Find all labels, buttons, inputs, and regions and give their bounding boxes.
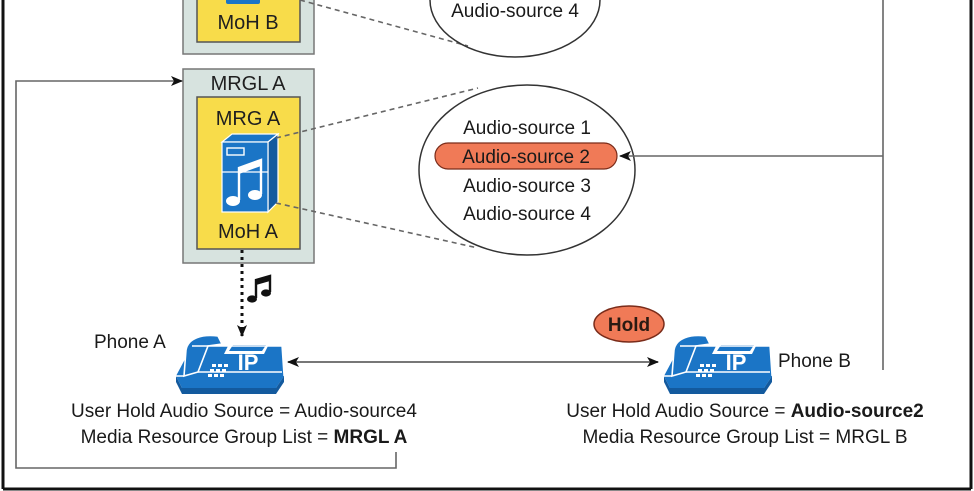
phone-b-hold-source-value: Audio-source2 <box>791 401 924 422</box>
audio-source-b-item: Audio-source 4 <box>451 1 579 22</box>
mrgl-b-group: MoH B <box>182 0 315 55</box>
mrgl-b-audio-ellipse: Audio-source 4 <box>429 0 601 58</box>
phone-b-label: Phone B <box>778 351 851 372</box>
music-note-icon <box>247 274 272 303</box>
audio-ellipse-b-outline <box>429 0 601 58</box>
phone-a-mrgl-arrow <box>15 76 397 469</box>
phone-a-ip-text: IP <box>238 350 259 375</box>
audio-source-selected-highlight <box>434 142 618 170</box>
phone-b-ip-text: IP <box>726 350 747 375</box>
phone-b-hold-source: User Hold Audio Source = Audio-source2 <box>566 401 923 422</box>
moh-a-link-top <box>275 87 479 139</box>
moh-b-icon <box>226 0 260 4</box>
audio-source-item: Audio-source 4 <box>463 204 591 225</box>
phone-b-mrgl-prefix: Media Resource Group List = <box>582 427 835 448</box>
music-server-icon <box>220 132 280 214</box>
audio-source-item-selected: Audio-source 2 <box>462 147 590 168</box>
phone-b-mrgl: Media Resource Group List = MRGL B <box>582 427 907 448</box>
mrg-b-box <box>196 0 301 43</box>
phone-a-label: Phone A <box>94 332 166 353</box>
phone-b-ip-phone-icon[interactable]: IP <box>663 334 773 395</box>
mrgl-a-label: MRGL A <box>211 73 286 95</box>
phone-b-mrgl-value: MRGL B <box>835 427 907 448</box>
mrgl-a-group: MRGL A MRG A MoH A <box>182 68 315 264</box>
phone-a-mrgl-prefix: Media Resource Group List = <box>81 427 334 448</box>
hold-badge-label: Hold <box>608 315 650 336</box>
moh-a-link-bottom <box>275 202 479 249</box>
moh-b-link <box>299 0 469 47</box>
mrg-a-label: MRG A <box>216 108 281 130</box>
audio-source-item: Audio-source 3 <box>463 176 591 197</box>
phone-a-hold-source: User Hold Audio Source = Audio-source4 <box>71 401 417 422</box>
audio-ellipse-outline <box>418 84 636 256</box>
phone-a-ip-phone-icon[interactable]: IP <box>175 334 285 395</box>
audio-source-item: Audio-source 1 <box>463 118 591 139</box>
phone-a-mrgl-value: MRGL A <box>334 427 408 448</box>
moh-a-label: MoH A <box>218 221 279 243</box>
phone-a-mrgl: Media Resource Group List = MRGL A <box>81 427 408 448</box>
phone-a-hold-source-value: Audio-source4 <box>294 401 417 422</box>
hold-badge: Hold <box>593 305 665 343</box>
phone-b-hold-source-prefix: User Hold Audio Source = <box>566 401 790 422</box>
moh-b-label: MoH B <box>217 12 278 34</box>
audio-source-ellipse: Audio-source 1 Audio-source 2 Audio-sour… <box>418 84 636 256</box>
phone-a-hold-source-prefix: User Hold Audio Source = <box>71 401 294 422</box>
